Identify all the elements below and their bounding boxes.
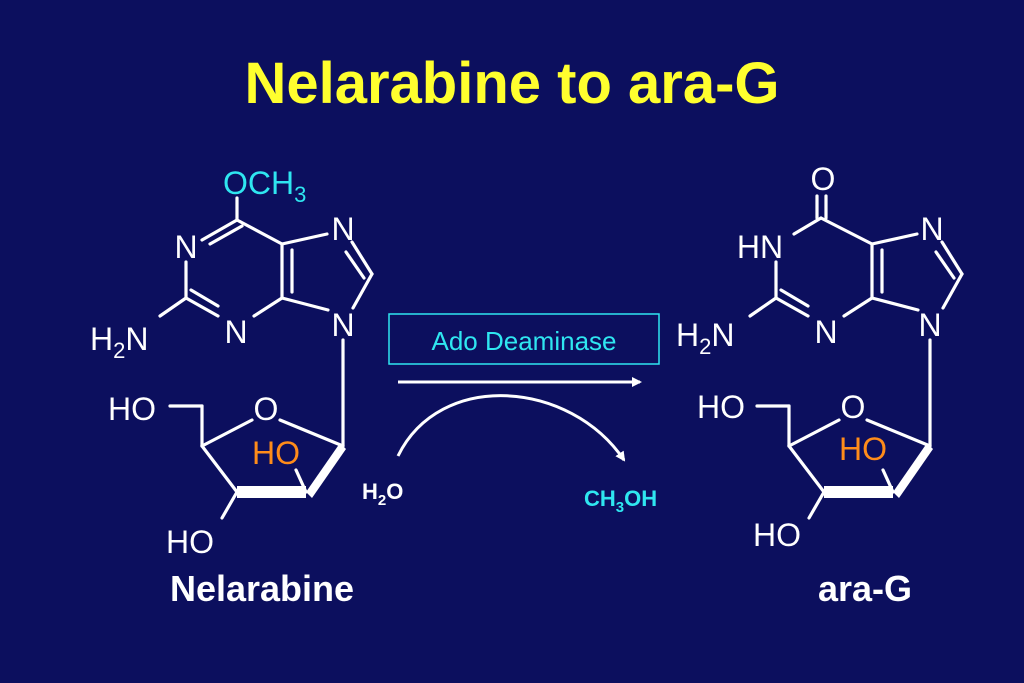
ara-g-n3: N bbox=[814, 314, 837, 350]
ara-g-ho-mid: HO bbox=[839, 431, 887, 467]
nelarabine-n7: N bbox=[331, 211, 354, 247]
nelarabine-n3: N bbox=[224, 314, 247, 350]
curved-arrow bbox=[396, 394, 626, 462]
ara-g-amine: H2N bbox=[676, 317, 734, 359]
enzyme-box bbox=[388, 313, 660, 365]
nelarabine-structure bbox=[158, 196, 374, 520]
ara-g-n7: N bbox=[920, 211, 943, 247]
ara-g-hn: HN bbox=[737, 229, 783, 265]
ara-g-ring-o: O bbox=[841, 389, 866, 425]
enzyme-label: Ado Deaminase bbox=[432, 326, 617, 356]
ara-g-carbonyl-o: O bbox=[811, 161, 836, 197]
nelarabine-ring-o: O bbox=[254, 391, 279, 427]
slide-title: Nelarabine to ara-G bbox=[244, 51, 779, 116]
nelarabine-ho-top: HO bbox=[108, 391, 156, 427]
och3-label: OCH3 bbox=[223, 165, 306, 207]
nelarabine-amine: H2N bbox=[90, 321, 148, 363]
ara-g-caption: ara-G bbox=[818, 568, 912, 609]
nelarabine-n1: N bbox=[174, 229, 197, 265]
nelarabine-ho-bottom: HO bbox=[166, 524, 214, 560]
nelarabine-n9: N bbox=[331, 307, 354, 343]
nelarabine-ho-mid: HO bbox=[252, 435, 300, 471]
methanol-label: CH3OH bbox=[584, 486, 657, 516]
ara-g-ho-bottom: HO bbox=[753, 517, 801, 553]
nelarabine-caption: Nelarabine bbox=[170, 568, 354, 609]
ara-g-ho-top: HO bbox=[697, 389, 745, 425]
ara-g-structure bbox=[748, 194, 964, 520]
water-label: H2O bbox=[362, 479, 403, 509]
ara-g-n9: N bbox=[918, 307, 941, 343]
